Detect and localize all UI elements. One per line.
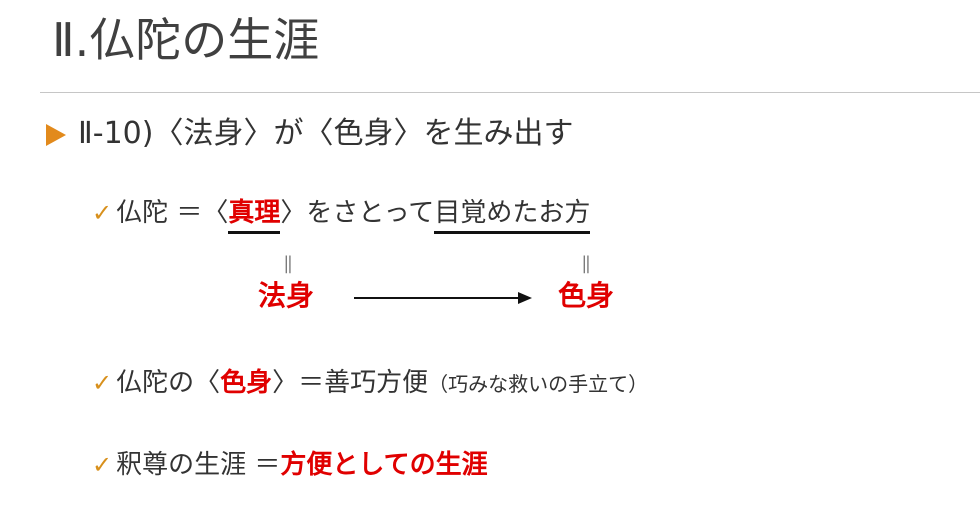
- line2-prefix: 仏陀の〈: [116, 368, 221, 398]
- equals-mark-right: ||: [582, 253, 590, 274]
- title-divider: [40, 92, 980, 93]
- checkmark-icon: ✓: [92, 451, 113, 479]
- shikishin-label: 色身: [558, 279, 615, 312]
- awakened-one-term: 目覚めたお方: [434, 197, 591, 234]
- line2-note: （巧みな救いの手立て）: [428, 372, 649, 396]
- checkmark-icon: ✓: [92, 369, 113, 397]
- line-buddha-form-body: ✓仏陀の〈色身〉＝善巧方便（巧みな救いの手立て）: [92, 364, 648, 403]
- hosshin-label: 法身: [258, 279, 315, 312]
- slide-title: Ⅱ.仏陀の生涯: [52, 13, 320, 67]
- bullet-arrow-icon: [46, 124, 66, 146]
- arrow-head-icon: [518, 292, 532, 304]
- line-shakyamuni-life: ✓釈尊の生涯 ＝方便としての生涯: [92, 446, 488, 484]
- line-buddha-definition: ✓仏陀 ＝〈真理〉をさとって目覚めたお方: [92, 194, 591, 234]
- line2-suffix: 〉＝善巧方便: [272, 368, 429, 398]
- checkmark-icon: ✓: [92, 199, 113, 227]
- main-bullet-text: Ⅱ-10)〈法身〉が〈色身〉を生み出す: [78, 116, 574, 151]
- line3-prefix: 釈尊の生涯 ＝: [116, 450, 281, 480]
- arrow-right-icon: [354, 297, 520, 299]
- expedient-life-term: 方便としての生涯: [280, 450, 488, 480]
- equals-mark-left: ||: [284, 253, 292, 274]
- form-body-term: 色身: [220, 368, 273, 398]
- line1-prefix: 仏陀 ＝〈: [116, 198, 229, 228]
- truth-term: 真理: [228, 197, 281, 234]
- line1-middle: 〉をさとって: [280, 198, 435, 228]
